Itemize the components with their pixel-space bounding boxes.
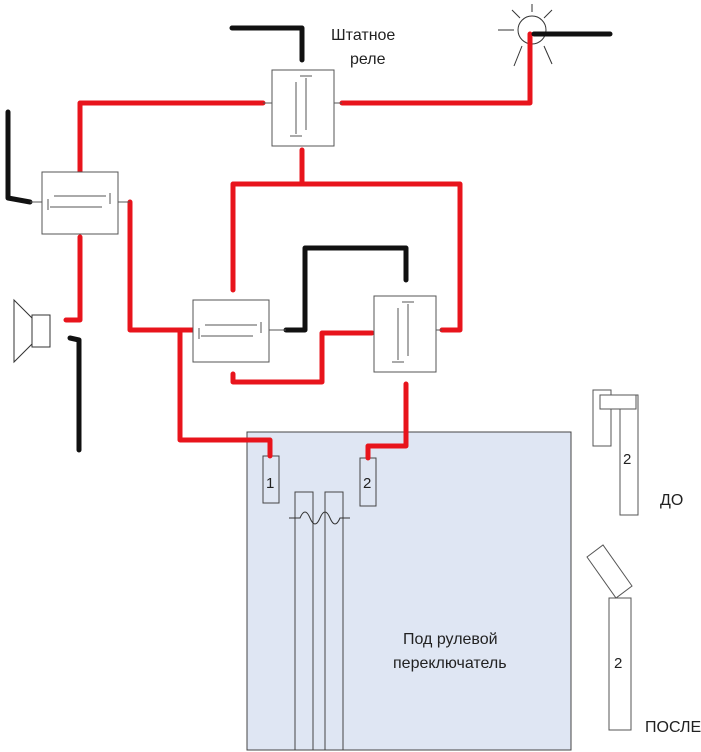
switch-label-line2: переключатель [393, 655, 507, 672]
ground-wires [5, 25, 613, 453]
positive-wires [63, 31, 533, 461]
contact-2-label: 2 [363, 475, 371, 492]
switch-rod-left [294, 491, 314, 751]
stock-relay [263, 69, 342, 147]
switch-label-line1: Под рулевой [403, 631, 498, 648]
relay-right [373, 295, 442, 373]
speaker-icon [13, 298, 51, 364]
switch-rod-right [324, 491, 344, 751]
switch-spring [289, 511, 350, 525]
before-contact-label: 2 [623, 451, 631, 468]
after-label: ПОСЛЕ [645, 719, 701, 736]
relay-middle [192, 299, 286, 363]
relay-left [30, 171, 130, 235]
lamp-icon [498, 4, 553, 67]
contact-1-label: 1 [266, 475, 274, 492]
before-label: ДО [660, 492, 683, 509]
stock-relay-label-line2: реле [350, 51, 386, 68]
before-switch-sketch [592, 389, 639, 516]
after-contact-label: 2 [614, 655, 622, 672]
after-switch-sketch [586, 544, 633, 731]
stock-relay-label-line1: Штатное [331, 27, 395, 44]
